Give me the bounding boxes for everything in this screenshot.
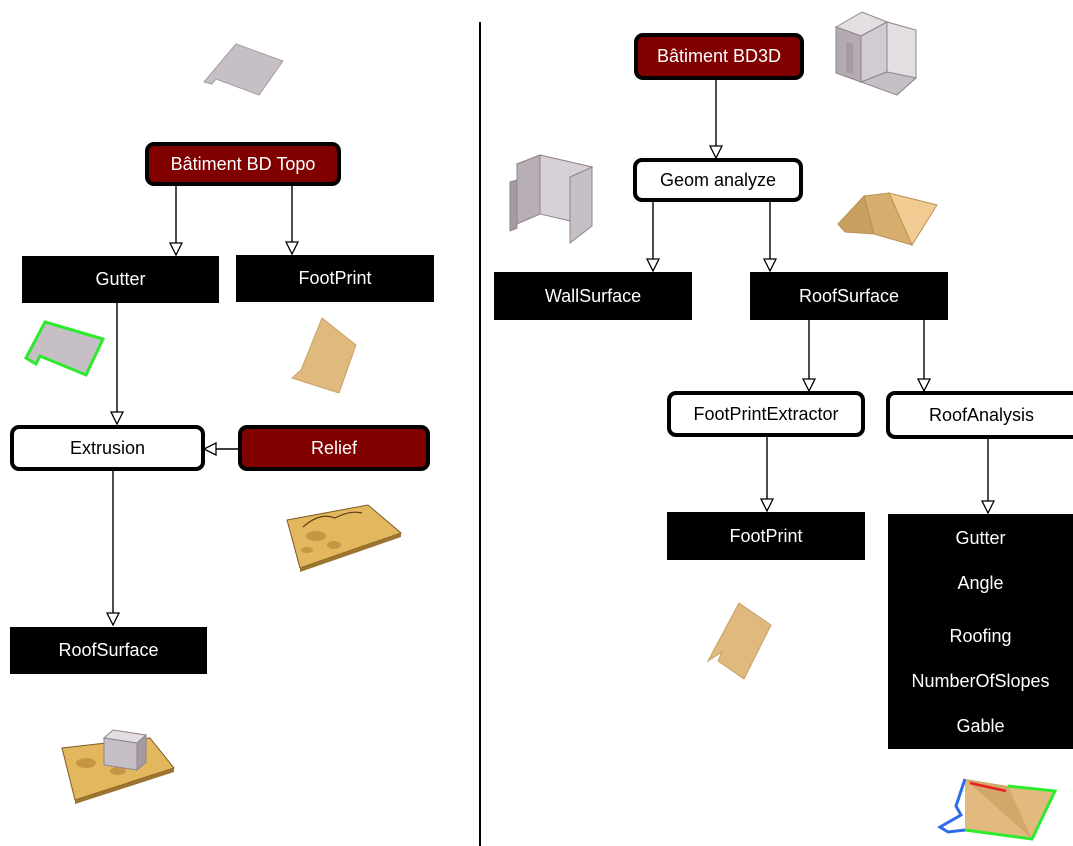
right-roof-surface-node: RoofSurface xyxy=(750,272,948,320)
left-footprint-node: FootPrint xyxy=(236,255,434,302)
building-on-terrain-icon xyxy=(61,729,175,804)
terrain-relief-icon xyxy=(286,504,402,572)
roof-surface-3d-icon xyxy=(837,192,938,247)
attribute-gable: Gable xyxy=(956,716,1005,736)
building-3d-icon xyxy=(834,11,918,96)
left-connectors xyxy=(113,186,292,625)
right-source-bd3d: Bâtiment BD3D xyxy=(634,33,804,80)
attribute-gutter: Gutter xyxy=(955,528,1006,548)
extracted-footprint-icon xyxy=(706,602,772,680)
footprint-beige-icon xyxy=(291,317,357,394)
left-gutter-node: Gutter xyxy=(22,256,219,303)
right-wall-surface-node: WallSurface xyxy=(494,272,692,320)
right-geom-analyze-node: Geom analyze xyxy=(633,158,803,202)
left-roof-surface-node: RoofSurface xyxy=(10,627,207,674)
left-source-bd-topo: Bâtiment BD Topo xyxy=(145,142,341,186)
flat-roof-grey-icon xyxy=(203,43,284,96)
right-connectors xyxy=(653,80,988,513)
right-footprint-node: FootPrint xyxy=(667,512,865,560)
right-roof-analysis-node: RoofAnalysis xyxy=(886,391,1073,439)
gutter-outline-green-icon xyxy=(24,320,106,377)
left-extrusion-node: Extrusion xyxy=(10,425,205,471)
right-footprint-extractor-node: FootPrintExtractor xyxy=(667,391,865,437)
attribute-number-of-slopes: NumberOfSlopes xyxy=(911,671,1050,691)
attribute-angle: Angle xyxy=(957,573,1004,593)
attribute-roofing: Roofing xyxy=(949,626,1012,646)
wall-surface-3d-icon xyxy=(509,154,594,245)
roof-analysis-colored-icon xyxy=(937,778,1058,841)
right-roof-attributes-node: Gutter Angle Roofing NumberOfSlopes Gabl… xyxy=(888,514,1073,749)
left-relief-node: Relief xyxy=(238,425,430,471)
